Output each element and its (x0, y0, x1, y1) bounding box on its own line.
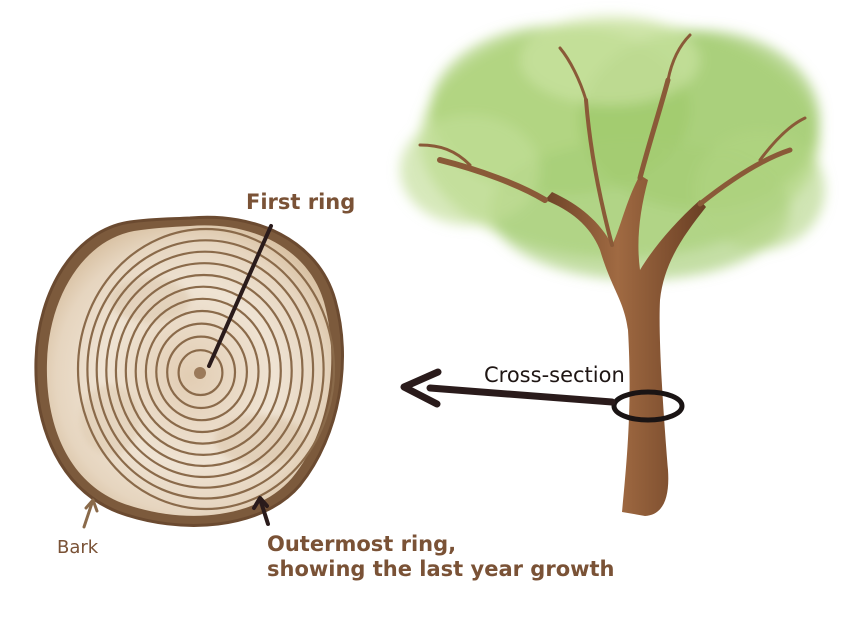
growth-ring (155, 322, 249, 422)
outermost-ring-label-line1: Outermost ring, (267, 532, 457, 556)
bark-pointer (82, 498, 99, 529)
first-ring-pointer (207, 224, 273, 368)
growth-ring (166, 335, 237, 410)
pointer-lines (82, 224, 273, 529)
growth-ring (144, 309, 260, 434)
cross-section-label: Cross-section (484, 363, 625, 387)
growth-rings (76, 227, 336, 511)
first-ring-label: First ring (246, 190, 356, 214)
growth-ring (124, 285, 282, 456)
growth-ring (95, 250, 315, 489)
tree-trunk (418, 33, 807, 516)
growth-ring (76, 227, 336, 511)
pith-center (194, 367, 206, 379)
outermost-ring-pointer (252, 496, 270, 526)
bark-label: Bark (57, 537, 99, 558)
growth-ring (105, 262, 304, 479)
growth-ring (114, 273, 293, 468)
log-cross-section (34, 215, 344, 527)
growth-ring (86, 239, 325, 500)
growth-ring (134, 297, 271, 445)
outermost-ring-label-line2: showing the last year growth (267, 557, 615, 582)
cross-section-arrow (400, 368, 616, 408)
cross-section-marker (611, 389, 685, 423)
outermost-ring-label: Outermost ring, showing the last year gr… (267, 532, 615, 582)
wood-face (46, 225, 332, 516)
tree-illustration (400, 15, 825, 516)
growth-ring (177, 349, 224, 397)
